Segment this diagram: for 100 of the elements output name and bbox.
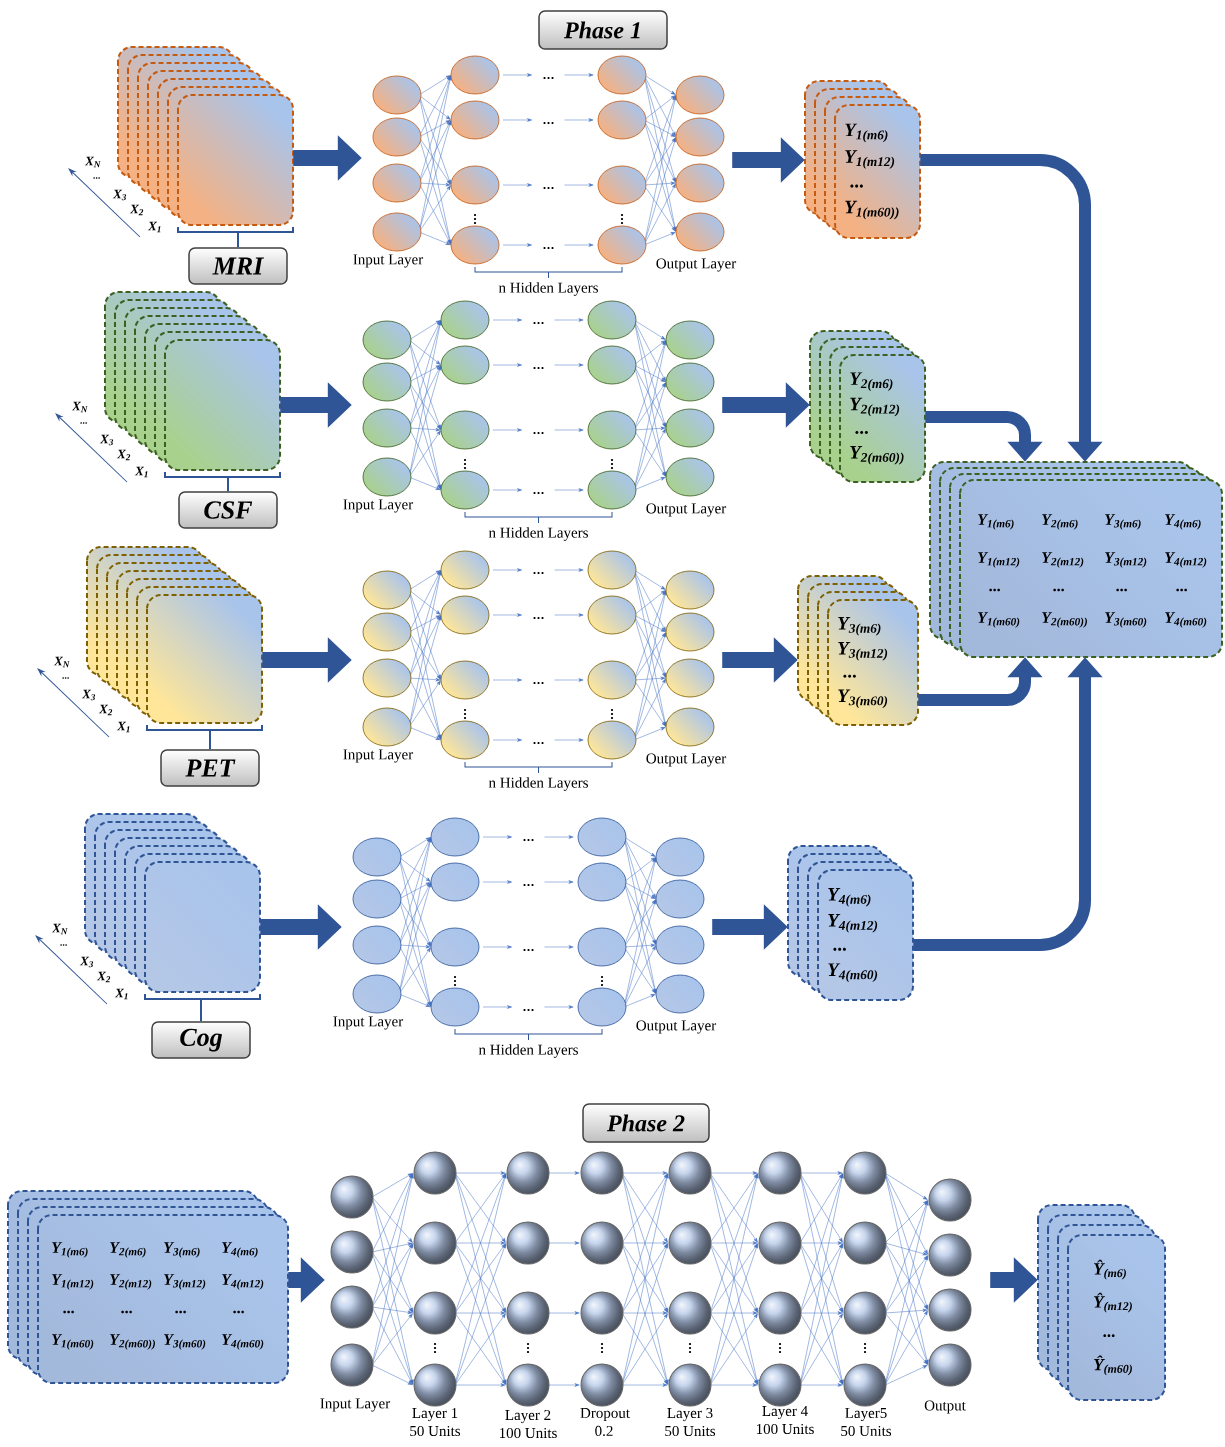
axis-label: X$_{2}$ (129, 204, 144, 216)
layer-label: Layer 1 50 Units (410, 1408, 461, 1437)
axis-label: X$_{3}$ (79, 956, 94, 968)
axis-label: X$_{1}$ (147, 221, 161, 233)
variable-label: Y$_{4(m6)}$ (222, 1242, 258, 1258)
layer-label: Dropout 0.2 (580, 1408, 630, 1437)
variable-label: Y$_{2(m6)}$ (110, 1242, 146, 1258)
layer-label: Output Layer (646, 753, 727, 767)
variable-label: ... (233, 1310, 244, 1314)
variable-label: Y$_{4(m12)}$ (222, 1274, 264, 1290)
variable-label: Y$_{1(m6)}$ (978, 514, 1014, 530)
variable-label: Y$_{3(m12)}$ (164, 1274, 206, 1290)
variable-label: Y$_{1(m60))}$ (845, 200, 899, 220)
connector-line (237, 231, 239, 249)
layer-label: Output Layer (636, 1020, 717, 1034)
variable-label: Ŷ$_{(m12)}$ (1094, 1292, 1132, 1313)
variable-label: Y$_{1(m12)}$ (978, 552, 1020, 568)
variable-label: Y$_{1(m12)}$ (845, 150, 895, 169)
variable-label: ... (850, 184, 863, 188)
variable-label: Y$_{2(m12)}$ (1042, 552, 1084, 568)
axis-label: X$_{N}$ (71, 401, 88, 413)
axis-label: X$_{N}$ (84, 156, 101, 168)
variable-label: ... (833, 947, 846, 951)
variable-label: Y$_{2(m6)}$ (850, 372, 893, 391)
variable-label: Y$_{2(m60))}$ (1042, 612, 1087, 628)
layer-label: n Hidden Layers (488, 527, 588, 541)
layer-label: Layer 3 50 Units (665, 1408, 716, 1437)
variable-label: Ŷ$_{(m60)}$ (1094, 1355, 1132, 1376)
layer-label: Layer 4 100 Units (756, 1406, 814, 1434)
variable-label: Y$_{2(m60))}$ (110, 1334, 155, 1350)
variable-label: ... (855, 430, 868, 434)
variable-label: Y$_{4(m60)}$ (828, 963, 878, 982)
layer-label: Input Layer (343, 749, 414, 763)
connector-line (227, 476, 229, 493)
layer-label: n Hidden Layers (498, 282, 598, 296)
variable-label: Y$_{1(m6)}$ (52, 1242, 88, 1258)
variable-label: ... (175, 1310, 186, 1314)
axis-label: ... (60, 944, 67, 946)
layer-label: Input Layer (320, 1398, 391, 1412)
axis-label: X$_{1}$ (116, 721, 130, 733)
axis-label: X$_{3}$ (81, 689, 96, 701)
axis-label: X$_{3}$ (99, 434, 114, 446)
variable-label: Y$_{4(m6)}$ (1165, 514, 1201, 530)
layer-label: Output Layer (646, 503, 727, 517)
variable-label: ... (1176, 588, 1187, 592)
variable-label: Y$_{3(m12)}$ (1105, 552, 1147, 568)
layer-label: Layer 2 100 Units (499, 1410, 557, 1439)
variable-label: Y$_{1(m12)}$ (52, 1274, 94, 1290)
variable-label: Y$_{3(m60)}$ (164, 1334, 206, 1350)
variable-label: ... (989, 588, 1000, 592)
variable-label: Y$_{2(m12)}$ (850, 397, 900, 417)
variable-label: Y$_{3(m6)}$ (838, 617, 881, 636)
axis-label: ... (93, 177, 100, 179)
axis-label: ... (80, 422, 87, 424)
title-box: Cog (151, 1021, 251, 1059)
variable-label: ... (1103, 1334, 1115, 1338)
variable-label: Y$_{3(m60)}$ (1105, 612, 1147, 628)
variable-label: Y$_{3(m60)}$ (838, 689, 888, 709)
variable-label: Y$_{3(m12)}$ (838, 642, 888, 661)
axis-label: X$_{2}$ (98, 704, 113, 716)
variable-label: ... (1116, 588, 1127, 592)
layer-label: Input Layer (353, 254, 424, 268)
variable-label: Y$_{4(m12)}$ (828, 914, 878, 933)
variable-label: ... (121, 1310, 132, 1314)
variable-label: Y$_{2(m6)}$ (1042, 514, 1078, 530)
title-box: MRI (188, 247, 288, 285)
variable-label: ... (1053, 588, 1064, 592)
layer-label: Layer5 50 Units (841, 1408, 892, 1436)
axis-label: X$_{1}$ (114, 988, 128, 1000)
connector-line (209, 729, 211, 751)
layer-label: Input Layer (343, 499, 414, 513)
variable-label: ... (63, 1310, 74, 1314)
variable-label: Y$_{4(m12)}$ (1165, 552, 1207, 568)
axis-label: X$_{2}$ (116, 449, 131, 461)
axis-label: X$_{3}$ (112, 189, 127, 201)
variable-label: Y$_{4(m60)}$ (222, 1334, 264, 1350)
variable-label: Y$_{4(m60)}$ (1165, 612, 1207, 628)
variable-label: ... (843, 674, 856, 678)
variable-label: Y$_{3(m6)}$ (1105, 514, 1141, 530)
variable-label: Y$_{1(m60)}$ (978, 612, 1020, 628)
variable-label: Y$_{3(m6)}$ (164, 1242, 200, 1258)
variable-label: Y$_{1(m6)}$ (845, 123, 888, 143)
axis-label: X$_{N}$ (51, 923, 68, 935)
variable-label: Ŷ$_{(m6)}$ (1094, 1259, 1126, 1280)
layer-label: Output Layer (656, 258, 737, 272)
layer-label: Output (924, 1400, 966, 1414)
axis-label: X$_{1}$ (134, 466, 148, 478)
variable-label: Y$_{1(m60)}$ (52, 1334, 94, 1350)
title-box: Phase 1 (538, 10, 668, 50)
connector-line (200, 998, 202, 1023)
title-box: CSF (178, 491, 278, 529)
title-box: Phase 2 (582, 1103, 710, 1143)
variable-label: Y$_{2(m12)}$ (110, 1274, 152, 1290)
layer-label: n Hidden Layers (478, 1044, 578, 1058)
variable-label: Y$_{2(m60))}$ (850, 446, 904, 465)
title-box: PET (160, 749, 260, 787)
variable-label: Y$_{4(m6)}$ (828, 888, 871, 907)
layer-label: Input Layer (333, 1016, 404, 1030)
layer-label: n Hidden Layers (488, 777, 588, 791)
axis-label: X$_{2}$ (96, 971, 111, 983)
